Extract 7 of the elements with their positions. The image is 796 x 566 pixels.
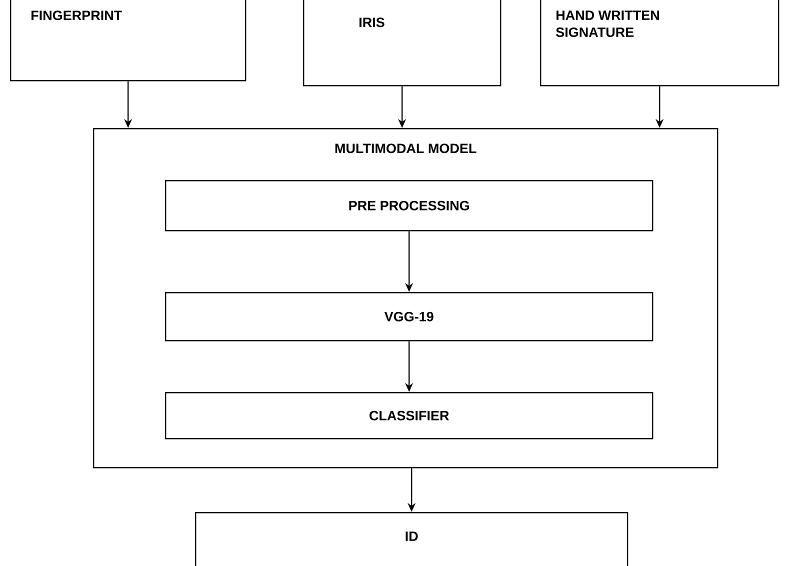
- process-box: VGG-19: [165, 292, 654, 342]
- process-box: CLASSIFIER: [165, 392, 654, 440]
- process-box: PRE PROCESSING: [165, 180, 654, 232]
- input-box: FINGERPRINT: [10, 0, 246, 82]
- input-box: HAND WRITTEN SIGNATURE: [540, 0, 780, 86]
- input-box: IRIS: [303, 0, 502, 86]
- process-box: ID: [195, 512, 628, 566]
